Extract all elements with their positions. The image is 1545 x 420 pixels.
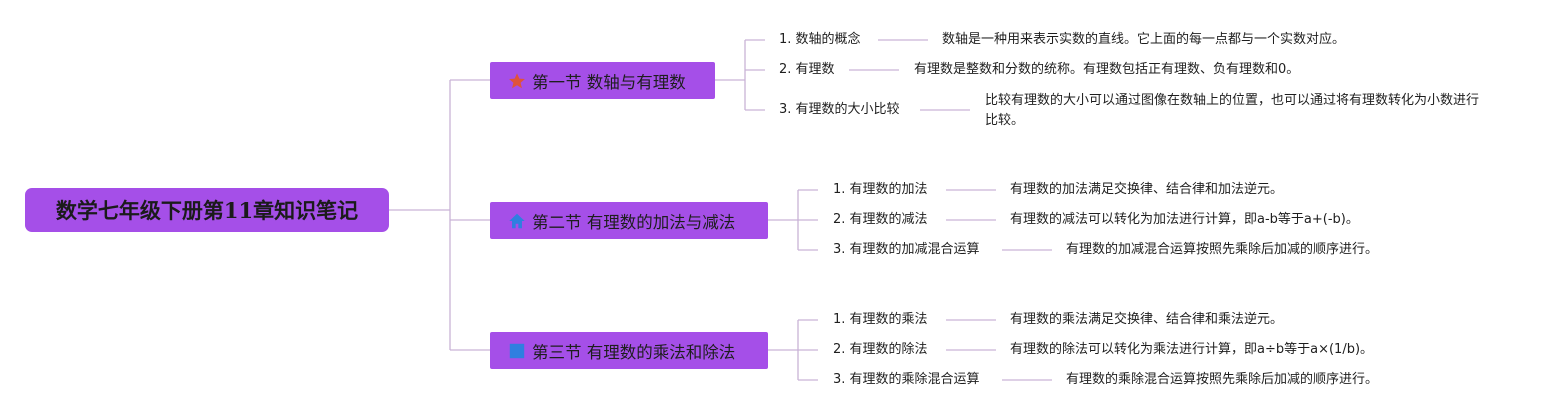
topic-node[interactable]: 1. 数轴的概念 (779, 32, 861, 47)
description-text: 有理数的乘除混合运算按照先乘除后加减的顺序进行。 (1066, 372, 1379, 387)
description-text: 有理数的加法满足交换律、结合律和加法逆元。 (1010, 182, 1284, 197)
topic-node[interactable]: 1. 有理数的乘法 (833, 312, 928, 327)
topic-node[interactable]: 1. 有理数的加法 (833, 182, 928, 197)
topic-node[interactable]: 3. 有理数的乘除混合运算 (833, 372, 980, 387)
section-2-node[interactable]: 第二节 有理数的加法与减法 (490, 202, 768, 239)
root-node[interactable]: 数学七年级下册第11章知识笔记 (25, 188, 389, 232)
house-icon (508, 212, 526, 230)
section-1-node[interactable]: 第一节 数轴与有理数 (490, 62, 715, 99)
description-text: 比较有理数的大小可以通过图像在数轴上的位置，也可以通过将有理数转化为小数进行比较… (985, 93, 1480, 128)
topic-node[interactable]: 2. 有理数 (779, 62, 835, 77)
section-3-title: 第三节 有理数的乘法和除法 (532, 342, 736, 362)
description-text: 数轴是一种用来表示实数的直线。它上面的每一点都与一个实数对应。 (942, 32, 1346, 47)
description-text: 有理数的除法可以转化为乘法进行计算，即a÷b等于a×(1/b)。 (1010, 342, 1374, 357)
star-icon (508, 72, 526, 90)
description-text: 有理数是整数和分数的统称。有理数包括正有理数、负有理数和0。 (914, 62, 1300, 77)
section-1-title: 第一节 数轴与有理数 (532, 72, 686, 92)
topic-node[interactable]: 2. 有理数的减法 (833, 212, 928, 227)
topic-node[interactable]: 3. 有理数的大小比较 (779, 102, 900, 117)
topic-node[interactable]: 3. 有理数的加减混合运算 (833, 242, 980, 257)
section-3-node[interactable]: 第三节 有理数的乘法和除法 (490, 332, 768, 369)
section-2-title: 第二节 有理数的加法与减法 (532, 212, 736, 232)
description-text: 有理数的加减混合运算按照先乘除后加减的顺序进行。 (1066, 242, 1379, 257)
description-text: 有理数的减法可以转化为加法进行计算，即a-b等于a+(-b)。 (1010, 212, 1359, 227)
topic-node[interactable]: 2. 有理数的除法 (833, 342, 928, 357)
square-icon (508, 342, 526, 360)
root-title: 数学七年级下册第11章知识笔记 (55, 198, 359, 223)
description-text: 有理数的乘法满足交换律、结合律和乘法逆元。 (1010, 312, 1284, 327)
